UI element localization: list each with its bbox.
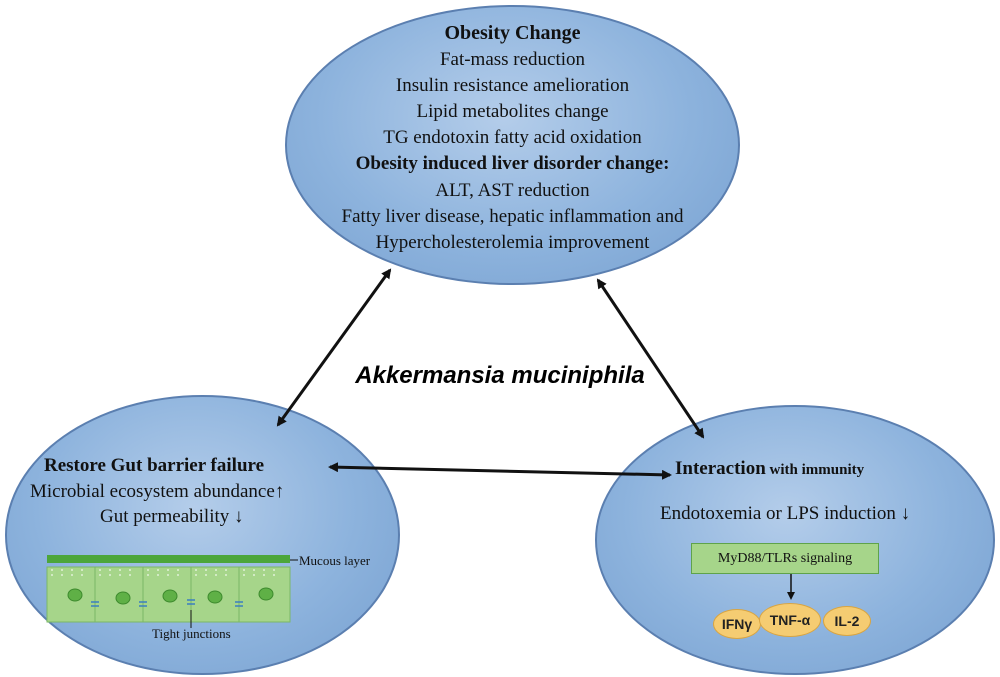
gut-item: Microbial ecosystem abundance↑ [30, 481, 285, 502]
mucous-layer-label: Mucous layer [299, 553, 371, 568]
obesity-item: Insulin resistance amelioration [395, 75, 630, 96]
arrow-obesity-gut [276, 268, 392, 427]
cell-nucleus [207, 590, 223, 604]
liver-item: Hypercholesterolemia improvement [375, 232, 650, 253]
obesity-heading: Obesity Change [444, 22, 581, 44]
liver-item: Fatty liver disease, hepatic inflammatio… [341, 206, 684, 227]
center-label: Akkermansia muciniphila [355, 362, 645, 389]
gut-heading: Restore Gut barrier failure [44, 455, 265, 476]
immunity-heading-bold: Interaction [675, 458, 766, 479]
cell-nuclei [67, 587, 274, 605]
arrow-obesity-immunity [596, 278, 705, 439]
cytokine-ifn: IFNγ [713, 609, 761, 639]
cytokine-il2: IL-2 [823, 606, 871, 636]
gut-ellipse [5, 395, 400, 675]
tight-junctions-label: Tight junctions [152, 626, 231, 641]
microvilli [51, 569, 275, 576]
obesity-text-block: Obesity Change Fat-mass reduction Insuli… [285, 0, 740, 285]
signaling-box: MyD88/TLRs signaling [691, 543, 879, 574]
obesity-item: Lipid metabolites change [416, 101, 609, 122]
immunity-ellipse [595, 405, 995, 675]
obesity-ellipse [285, 5, 740, 285]
cell-nucleus [115, 591, 131, 605]
cell-nucleus [258, 587, 274, 601]
tight-junction-marks [91, 599, 243, 607]
arrow-gut-immunity [328, 462, 672, 480]
cell-nucleus [162, 589, 178, 603]
liver-item: ALT, AST reduction [435, 180, 590, 201]
obesity-item: Fat-mass reduction [439, 49, 586, 70]
mucous-layer [47, 555, 290, 563]
immunity-heading-rest: with immunity [765, 462, 865, 478]
cytokine-tnf: TNF-α [759, 603, 821, 637]
immunity-heading: Interaction with immunity [675, 458, 864, 480]
immunity-item: Endotoxemia or LPS induction ↓ [660, 503, 911, 524]
cell-nucleus [67, 588, 83, 602]
liver-subheading: Obesity induced liver disorder change: [355, 153, 670, 174]
gut-item: Gut permeability ↓ [100, 506, 244, 527]
obesity-item: TG endotoxin fatty acid oxidation [383, 127, 642, 148]
